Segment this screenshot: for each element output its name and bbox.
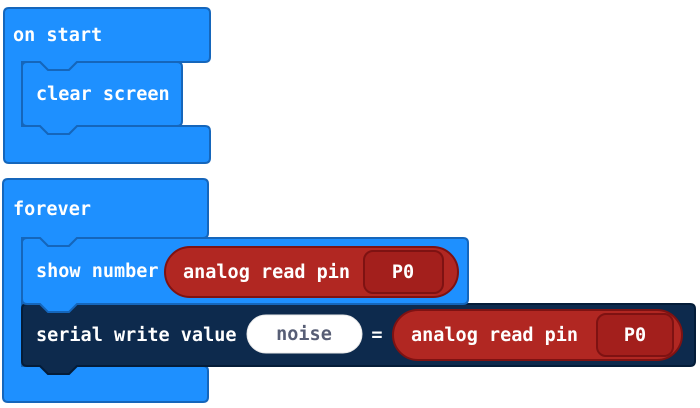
analog-read-pin-label-2: analog read pin bbox=[411, 325, 578, 346]
forever-label: forever bbox=[13, 199, 91, 220]
equals-sign-label: = bbox=[371, 325, 382, 346]
pin-dropdown-value-2: P0 bbox=[624, 325, 646, 346]
clear-screen-block[interactable] bbox=[21, 61, 183, 135]
on-start-label: on start bbox=[13, 25, 102, 46]
show-number-label: show number bbox=[36, 261, 159, 282]
variable-name-field[interactable] bbox=[246, 314, 363, 354]
pin-dropdown-value-1: P0 bbox=[392, 262, 414, 283]
forever-block[interactable] bbox=[2, 178, 209, 403]
analog-read-pin-label-1: analog read pin bbox=[183, 262, 350, 283]
serial-write-value-label: serial write value bbox=[36, 325, 236, 346]
clear-screen-label: clear screen bbox=[36, 84, 170, 105]
pin-dropdown-2[interactable] bbox=[596, 313, 674, 357]
on-start-block[interactable] bbox=[3, 7, 211, 164]
pin-dropdown-1[interactable] bbox=[363, 250, 444, 294]
variable-name-value: noise bbox=[276, 324, 332, 345]
